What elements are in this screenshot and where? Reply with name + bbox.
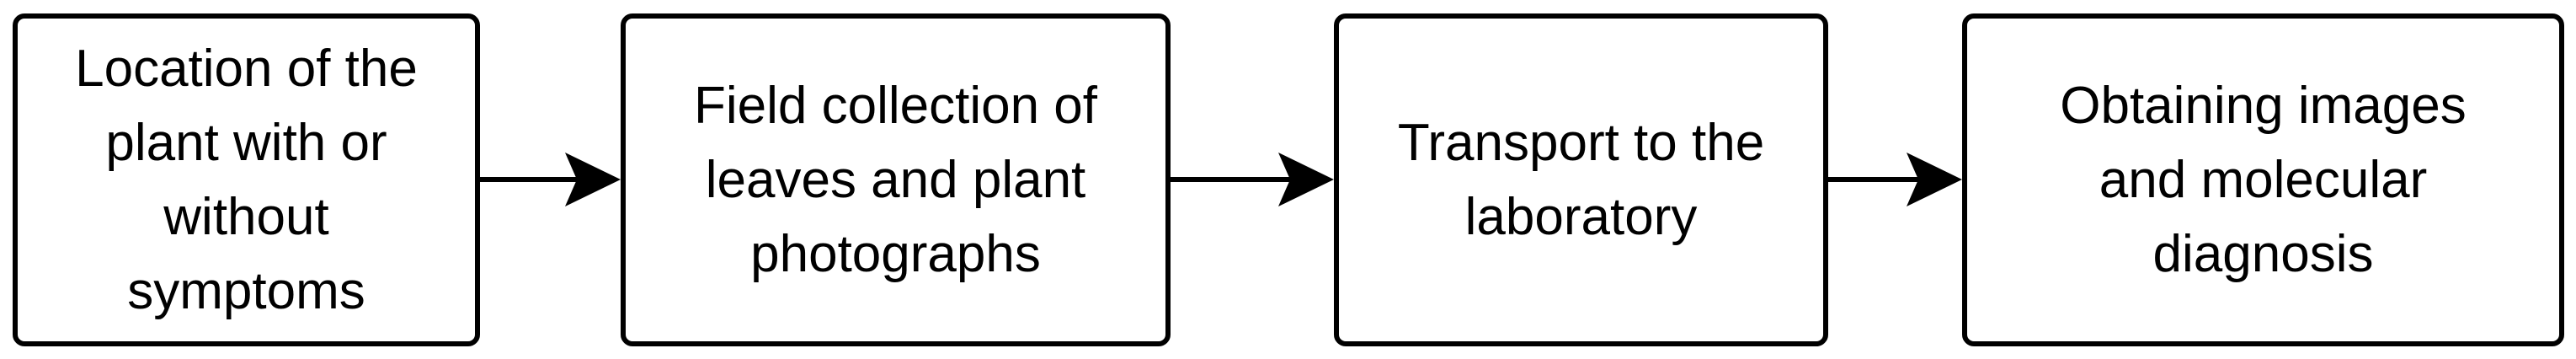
step-box-diagnosis: Obtaining images and molecular diagnosis [1962,13,2564,346]
arrow-3-to-4 [1828,153,1962,206]
step-box-field-collection: Field collection of leaves and plant pho… [621,13,1171,346]
step-label-location: Location of the plant with or without sy… [75,39,418,320]
step-label-transport: Transport to the laboratory [1397,113,1765,246]
arrow-1-to-2 [480,153,621,206]
step-box-transport: Transport to the laboratory [1334,13,1828,346]
step-label-diagnosis: Obtaining images and molecular diagnosis [2060,76,2467,283]
step-label-field-collection: Field collection of leaves and plant pho… [693,76,1098,283]
arrow-2-to-3 [1171,153,1334,206]
step-box-location: Location of the plant with or without sy… [13,13,480,346]
